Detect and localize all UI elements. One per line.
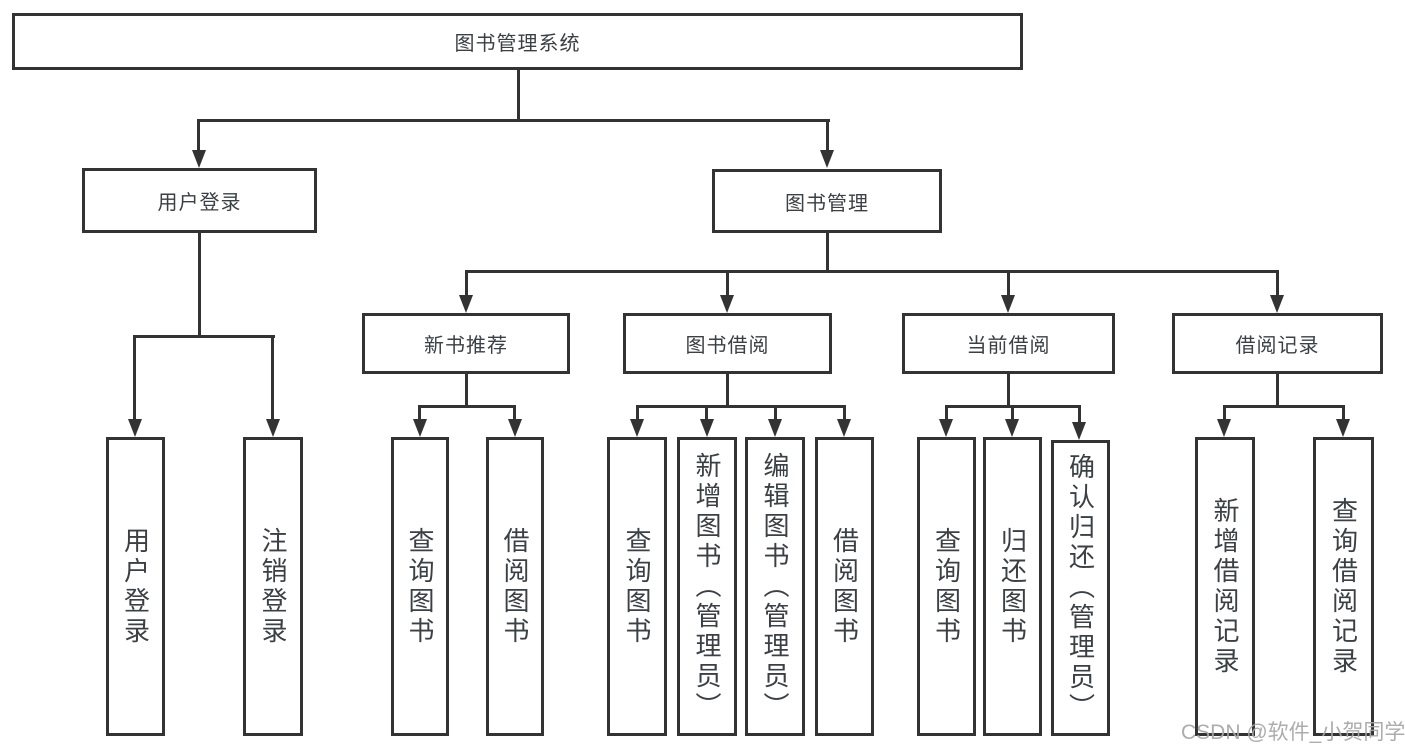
leaf-current-confirm: 确认归还（管理员） bbox=[1051, 440, 1110, 736]
leaf-current-confirm-label: 确认归还（管理员） bbox=[1065, 453, 1096, 723]
leaf-newbook-query: 查询图书 bbox=[391, 437, 449, 736]
connector-record-rail bbox=[1223, 405, 1345, 408]
connector-drop-cu-return bbox=[1011, 405, 1014, 421]
connector-drop-rc-query bbox=[1342, 405, 1345, 421]
leaf-newbook-query-label: 查询图书 bbox=[405, 526, 435, 647]
connector-borrow-rail bbox=[636, 405, 846, 408]
leaf-current-return-label: 归还图书 bbox=[997, 526, 1028, 647]
connector-drop-cu-query bbox=[945, 405, 948, 421]
leaf-newbook-borrow-label: 借阅图书 bbox=[500, 526, 530, 647]
leaf-record-add: 新增借阅记录 bbox=[1195, 437, 1255, 736]
connector-drop-nb-borrow bbox=[513, 405, 516, 421]
connector-user-login-stem bbox=[198, 233, 201, 338]
connector-current-stem bbox=[1007, 374, 1010, 408]
arrowhead-leaf-logout-icon bbox=[266, 419, 280, 437]
node-borrow-label: 图书借阅 bbox=[685, 335, 770, 357]
leaf-borrow-query-label: 查询图书 bbox=[622, 526, 652, 647]
node-root: 图书管理系统 bbox=[12, 13, 1023, 70]
arrowhead-bw-edit-icon bbox=[768, 419, 782, 437]
connector-drop-cu-confirm bbox=[1078, 405, 1081, 424]
arrowhead-bw-query-icon bbox=[630, 419, 644, 437]
connector-level2-rail bbox=[197, 119, 830, 122]
arrowhead-new-book-icon bbox=[459, 295, 473, 313]
node-record: 借阅记录 bbox=[1172, 313, 1383, 374]
connector-drop-bw-edit bbox=[774, 405, 777, 421]
connector-borrow-stem bbox=[726, 374, 729, 408]
connector-drop-bw-add bbox=[705, 405, 708, 421]
connector-level3-rail bbox=[465, 270, 1279, 273]
arrowhead-borrow-icon bbox=[720, 295, 734, 313]
arrowhead-record-icon bbox=[1270, 295, 1284, 313]
leaf-record-query-label: 查询借阅记录 bbox=[1328, 496, 1359, 677]
leaf-borrow-add-label: 新增图书（管理员） bbox=[692, 451, 722, 722]
connector-drop-new-book bbox=[465, 270, 468, 298]
connector-drop-leaf-login bbox=[133, 335, 136, 421]
arrowhead-current-icon bbox=[1001, 295, 1015, 313]
connector-drop-nb-query bbox=[418, 405, 421, 421]
csdn-watermark: CSDN @软件_小贺同学 bbox=[1181, 721, 1405, 744]
node-current: 当前借阅 bbox=[902, 313, 1115, 374]
leaf-borrow-query: 查询图书 bbox=[607, 437, 667, 736]
leaf-user-login: 用户登录 bbox=[106, 437, 165, 736]
leaf-logout-label: 注销登录 bbox=[258, 526, 288, 647]
node-user-login-label: 用户登录 bbox=[157, 192, 242, 214]
node-borrow: 图书借阅 bbox=[623, 313, 832, 374]
leaf-borrow-borrow: 借阅图书 bbox=[815, 437, 874, 736]
arrowhead-nb-query-icon bbox=[413, 419, 427, 437]
leaf-borrow-borrow-label: 借阅图书 bbox=[829, 526, 860, 647]
arrowhead-rc-query-icon bbox=[1336, 419, 1350, 437]
connector-drop-bw-borrow bbox=[843, 405, 846, 421]
connector-login-rail bbox=[133, 335, 275, 338]
connector-record-stem bbox=[1276, 374, 1279, 408]
connector-root-stem bbox=[517, 68, 520, 122]
arrowhead-user-login-icon bbox=[192, 150, 206, 168]
arrowhead-cu-query-icon bbox=[939, 419, 953, 437]
connector-drop-current bbox=[1007, 270, 1010, 298]
connector-book-mgmt-stem bbox=[826, 233, 829, 273]
connector-drop-leaf-logout bbox=[271, 335, 274, 421]
connector-drop-user-login bbox=[197, 119, 200, 153]
node-user-login: 用户登录 bbox=[82, 168, 317, 233]
node-new-book: 新书推荐 bbox=[362, 313, 570, 374]
leaf-current-query-label: 查询图书 bbox=[931, 526, 962, 647]
leaf-user-login-label: 用户登录 bbox=[120, 526, 151, 647]
connector-new-book-stem bbox=[465, 374, 468, 408]
node-book-mgmt-label: 图书管理 bbox=[785, 192, 869, 215]
node-record-label: 借阅记录 bbox=[1235, 335, 1320, 357]
leaf-current-query: 查询图书 bbox=[917, 437, 976, 736]
arrowhead-leaf-login-icon bbox=[128, 419, 142, 437]
connector-drop-bw-query bbox=[636, 405, 639, 421]
arrowhead-rc-add-icon bbox=[1217, 419, 1231, 437]
connector-new-book-rail bbox=[418, 405, 516, 408]
node-new-book-label: 新书推荐 bbox=[424, 335, 508, 357]
connector-drop-record bbox=[1276, 270, 1279, 298]
arrowhead-bw-borrow-icon bbox=[837, 419, 851, 437]
leaf-current-return: 归还图书 bbox=[983, 437, 1042, 736]
node-root-label: 图书管理系统 bbox=[454, 33, 581, 55]
arrowhead-bw-add-icon bbox=[700, 419, 714, 437]
leaf-newbook-borrow: 借阅图书 bbox=[486, 437, 544, 736]
leaf-logout: 注销登录 bbox=[243, 437, 303, 736]
arrowhead-book-mgmt-icon bbox=[820, 150, 834, 168]
leaf-record-add-label: 新增借阅记录 bbox=[1210, 496, 1240, 677]
leaf-record-query: 查询借阅记录 bbox=[1313, 437, 1374, 736]
leaf-borrow-edit-label: 编辑图书（管理员） bbox=[760, 451, 790, 722]
arrowhead-cu-confirm-icon bbox=[1072, 422, 1086, 440]
leaf-borrow-add: 新增图书（管理员） bbox=[677, 437, 737, 736]
connector-drop-book-mgmt bbox=[826, 119, 829, 153]
node-current-label: 当前借阅 bbox=[966, 335, 1051, 357]
node-book-mgmt: 图书管理 bbox=[712, 169, 942, 233]
connector-drop-borrow bbox=[726, 270, 729, 298]
leaf-borrow-edit: 编辑图书（管理员） bbox=[745, 437, 805, 736]
arrowhead-nb-borrow-icon bbox=[508, 419, 522, 437]
arrowhead-cu-return-icon bbox=[1005, 419, 1019, 437]
connector-drop-rc-add bbox=[1223, 405, 1226, 421]
